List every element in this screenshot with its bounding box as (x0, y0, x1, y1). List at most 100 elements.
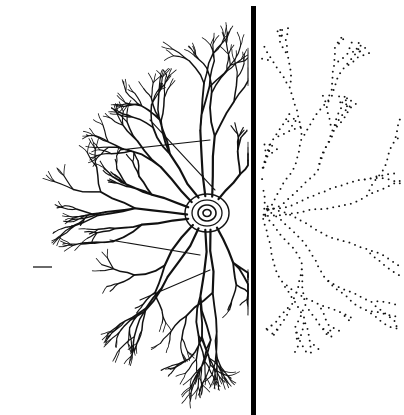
trace-dot (334, 53, 336, 55)
trace-dot (396, 130, 398, 132)
trace-dot (289, 227, 291, 229)
trace-dot (306, 129, 308, 131)
trace-dot (355, 201, 357, 203)
trace-dot (283, 76, 285, 78)
trace-dot (297, 212, 299, 214)
trace-dot (316, 113, 318, 115)
trace-dot (340, 107, 342, 109)
trace-dot (278, 210, 280, 212)
trace-dot (350, 100, 352, 102)
trace-dot (385, 164, 387, 166)
trace-dot (273, 215, 275, 217)
trace-dot (346, 182, 348, 184)
trace-dot (384, 312, 386, 314)
trace-dot (341, 292, 343, 294)
trace-dot (310, 352, 312, 354)
trace-dot (333, 283, 335, 285)
trace-dot (371, 250, 373, 252)
trace-dot (297, 236, 299, 238)
trace-dot (332, 77, 334, 79)
trace-dot (369, 252, 371, 254)
trace-dot (394, 320, 396, 322)
trace-dot (294, 326, 296, 328)
trace-dot (284, 211, 286, 213)
trace-dot (304, 322, 306, 324)
trace-dot (307, 328, 309, 330)
trace-dot (340, 121, 342, 123)
trace-dot (349, 291, 351, 293)
trace-dot (388, 185, 390, 187)
trace-dot (302, 240, 304, 242)
trace-dot (276, 193, 278, 195)
trace-dot (335, 83, 337, 85)
trace-dot (299, 340, 301, 342)
trace-dot (275, 215, 277, 217)
trace-dot (295, 162, 297, 164)
trace-dot (271, 324, 273, 326)
trace-dot (291, 125, 293, 127)
trace-dot (288, 291, 290, 293)
trace-dot (349, 47, 351, 49)
trace-dot (302, 328, 304, 330)
trace-dot (262, 167, 264, 169)
trace-dot (281, 29, 283, 31)
trace-dot (318, 192, 320, 194)
trace-dot (297, 346, 299, 348)
trace-dot (267, 149, 269, 151)
trace-dot (287, 307, 289, 309)
trace-dot (266, 329, 268, 331)
trace-dot (284, 238, 286, 240)
trace-dot (382, 170, 384, 172)
trace-dot (310, 346, 312, 348)
trace-dot (348, 64, 350, 66)
trace-dot (332, 206, 334, 208)
trace-dot (312, 255, 314, 257)
trace-dot (377, 311, 379, 313)
trace-dot (309, 250, 311, 252)
trace-dot (360, 296, 362, 298)
trace-dot (264, 144, 266, 146)
trace-dot (285, 82, 287, 84)
trace-dot (361, 198, 363, 200)
trace-dot (345, 99, 347, 101)
trace-dot (356, 48, 358, 50)
trace-dot (398, 274, 400, 276)
trace-dot (296, 202, 298, 204)
trace-dot (292, 194, 294, 196)
dendrite-branch (127, 109, 128, 122)
trace-dot (301, 280, 303, 282)
divider-line (251, 6, 256, 415)
trace-dot (301, 262, 303, 264)
trace-dot (294, 301, 296, 303)
trace-dot (289, 308, 291, 310)
trace-dot (297, 286, 299, 288)
trace-dot (262, 218, 264, 220)
trace-dot (291, 205, 293, 207)
trace-dot (308, 209, 310, 211)
trace-dot (286, 314, 288, 316)
trace-dot (333, 130, 335, 132)
trace-dot (280, 219, 282, 221)
trace-dot (364, 47, 366, 49)
trace-dot (282, 46, 284, 48)
trace-dot (352, 51, 354, 53)
trace-dot (334, 47, 336, 49)
trace-dot (318, 324, 320, 326)
trace-dot (291, 303, 293, 305)
trace-dot (307, 197, 309, 199)
trace-dot (263, 190, 265, 192)
trace-dot (352, 61, 354, 63)
trace-dot (293, 297, 295, 299)
trace-dot (287, 120, 289, 122)
trace-dot (344, 315, 346, 317)
trace-dot (279, 41, 281, 43)
trace-dot (342, 57, 344, 59)
trace-dot (274, 265, 276, 267)
trace-dot (302, 309, 304, 311)
trace-dot (271, 204, 273, 206)
trace-dot (345, 103, 347, 105)
trace-dot (312, 118, 314, 120)
trace-dot (308, 309, 310, 311)
trace-dot (273, 61, 275, 63)
trace-dot (279, 214, 281, 216)
